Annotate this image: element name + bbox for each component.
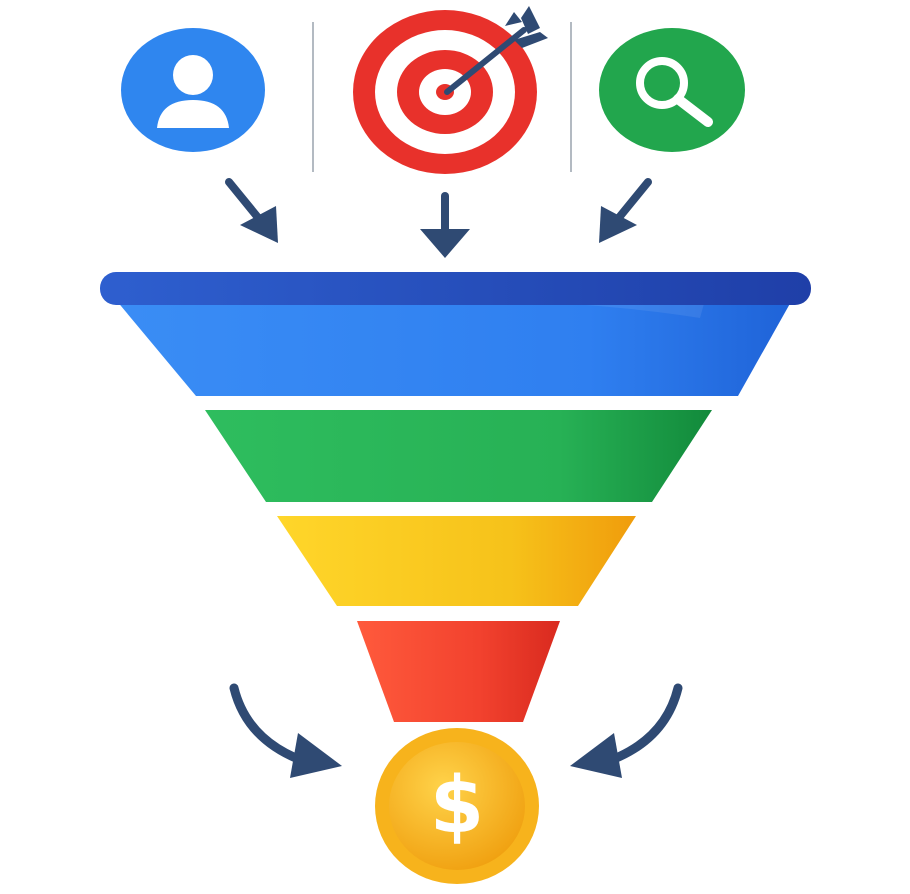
arrow-curve-right	[570, 683, 683, 778]
coin-icon: $	[375, 728, 539, 884]
funnel-rim	[100, 272, 811, 305]
funnel-stage-2	[205, 410, 712, 502]
search-icon	[599, 28, 745, 152]
funnel-stage-4	[357, 621, 560, 722]
funnel	[100, 272, 811, 722]
coin-symbol: $	[430, 761, 484, 851]
arrow-down-left	[225, 178, 278, 243]
target-icon	[353, 6, 548, 174]
arrow-down-right	[599, 178, 652, 243]
arrow-down-center	[420, 192, 470, 258]
arrow-curve-left	[229, 683, 342, 778]
user-icon	[121, 28, 265, 152]
funnel-stage-3	[277, 516, 636, 606]
funnel-stage-1	[116, 300, 792, 396]
